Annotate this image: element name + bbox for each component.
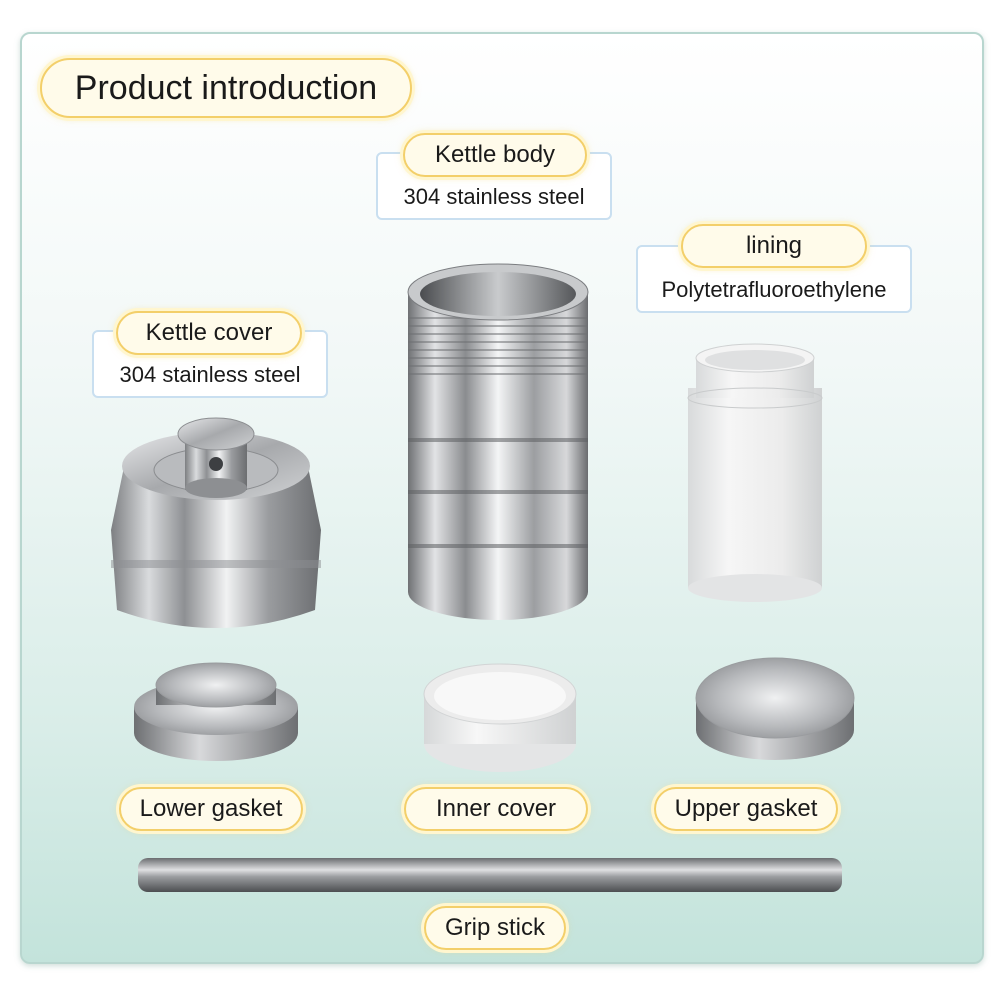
lower-gasket-label: Lower gasket [119,787,303,831]
lower-gasket-image [134,662,298,761]
kettle-cover-image [111,417,321,628]
lining-label: lining [681,224,867,268]
kettle-body-label: Kettle body [403,133,587,177]
kettle-body-image [407,263,589,620]
upper-gasket-label: Upper gasket [654,787,838,831]
page-title: Product introduction [40,58,412,118]
kettle-cover-label: Kettle cover [116,311,302,355]
grip-stick-label: Grip stick [424,906,566,950]
grip-stick-image [138,858,842,892]
inner-cover-label: Inner cover [404,787,588,831]
lining-image [687,343,823,602]
upper-gasket-image [695,657,855,760]
inner-cover-image [423,663,577,772]
